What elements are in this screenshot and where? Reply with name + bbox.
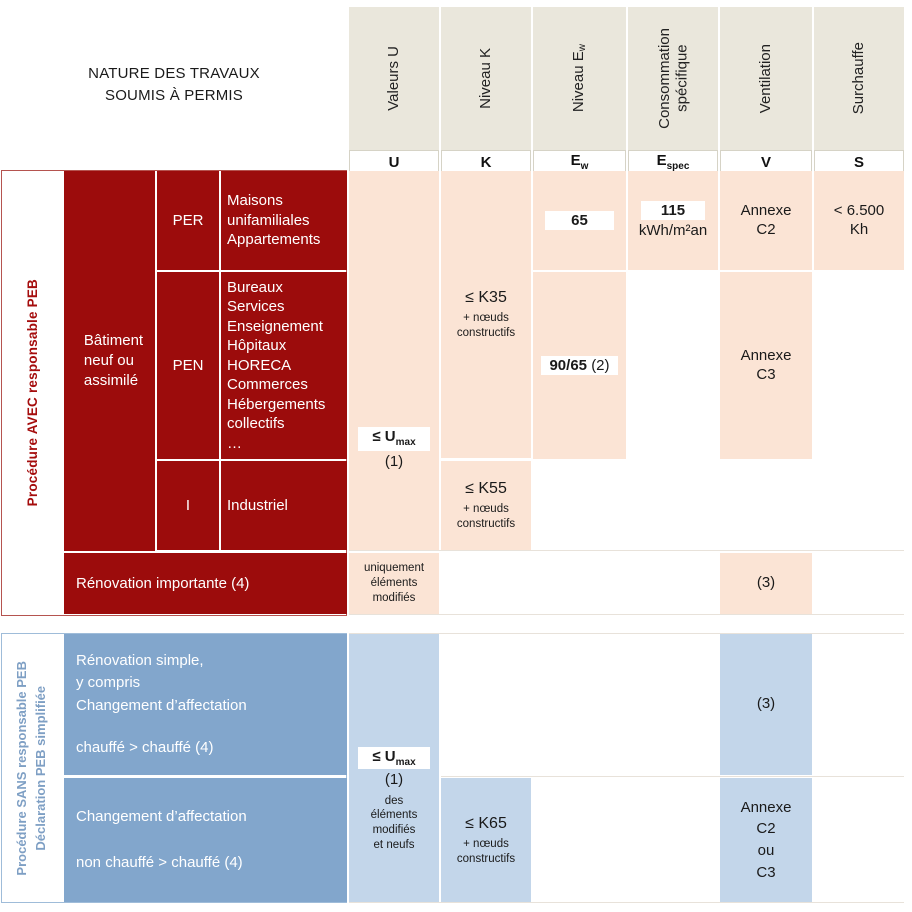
- cell-espec-per: 115 kWh/m²an: [628, 171, 718, 270]
- cell-k-changement-affectation-note: + nœuds constructifs: [456, 837, 516, 865]
- row-renovation-simple: Rénovation simple, y compris Changement …: [64, 634, 347, 775]
- section-sans-vertical-label: Procédure SANS responsable PEB Déclarati…: [14, 660, 48, 876]
- row-description-i: Industriel: [221, 461, 347, 550]
- cell-k-industriel-note: + nœuds constructifs: [456, 503, 516, 530]
- cell-ew-pen-value: 90/65 (2): [541, 356, 618, 375]
- column-header-espec: Consommation spécifique: [628, 7, 718, 150]
- row-description-pen: Bureaux Services Enseignement Hôpitaux H…: [221, 272, 347, 459]
- cell-ventilation-renovation: (3): [720, 553, 812, 614]
- cell-k-changement-affectation: ≤ K65 + nœuds constructifs: [441, 778, 531, 902]
- cell-ventilation-pen: Annexe C3: [720, 272, 812, 459]
- cell-u-batiment-neuf-note: (1): [384, 452, 404, 470]
- row-renovation-importante: Rénovation importante (4): [64, 553, 347, 614]
- cell-ventilation-per: Annexe C2: [720, 171, 812, 270]
- column-symbol-u: U: [349, 150, 439, 174]
- cell-surchauffe-per: < 6.500 Kh: [814, 171, 904, 270]
- column-symbol-ew-label: Ew: [570, 152, 589, 172]
- column-symbol-ventilation-label: V: [760, 153, 771, 171]
- section-avec-vertical-label: Procédure AVEC responsable PEB: [24, 279, 40, 507]
- row-changement-affectation-desc2: non chauffé > chauffé (4): [76, 854, 243, 871]
- column-header-surchauffe: Surchauffe: [814, 7, 904, 150]
- page-title-line1: NATURE DES TRAVAUX: [88, 64, 260, 82]
- cell-ventilation-renovation-simple: (3): [720, 634, 812, 775]
- cell-ew-empty: [533, 461, 626, 614]
- cell-u-renovation-simple-note: (1): [384, 770, 404, 788]
- cell-u-batiment-neuf-value: ≤ Umax: [358, 427, 430, 451]
- cell-surchauffe-per-value: < 6.500 Kh: [833, 201, 885, 238]
- row-renovation-simple-desc2: chauffé > chauffé (4): [76, 739, 214, 756]
- cell-ventilation-renovation-simple-value: (3): [756, 695, 776, 713]
- cell-ventilation-changement-affectation: Annexe C2 ou C3: [720, 778, 812, 902]
- group-label-batiment-neuf: Bâtiment neuf ou assimilé: [64, 171, 155, 551]
- cell-ew-per-value: 65: [545, 211, 614, 230]
- column-header-ew-label: Niveau Ew: [570, 44, 589, 113]
- column-header-ventilation: Ventilation: [720, 7, 812, 150]
- cell-u-renovation: uniquement éléments modifiés: [349, 553, 439, 614]
- column-symbol-surchauffe-label: S: [853, 153, 864, 171]
- cell-ventilation-changement-affectation-value: Annexe C2 ou C3: [740, 798, 792, 881]
- row-code-per: PER: [157, 171, 219, 270]
- cell-ventilation-industriel-empty: [720, 461, 812, 550]
- cell-u-renovation-value: uniquement éléments modifiés: [363, 562, 425, 604]
- cell-ventilation-pen-value: Annexe C3: [740, 346, 792, 383]
- column-symbol-u-label: U: [388, 153, 400, 171]
- column-header-u: Valeurs U: [349, 7, 439, 150]
- column-symbol-espec-label: Espec: [656, 152, 690, 172]
- column-header-ventilation-label: Ventilation: [757, 43, 775, 114]
- column-header-k-label: Niveau K: [477, 48, 495, 109]
- cell-ew-pen: 90/65 (2): [533, 272, 626, 459]
- cell-k-industriel: ≤ K55 + nœuds constructifs: [441, 461, 531, 550]
- column-header-surchauffe-label: Surchauffe: [850, 42, 868, 115]
- cell-espec-sans-empty: [628, 634, 718, 902]
- page-title-line2: SOUMIS À PERMIS: [104, 87, 244, 104]
- cell-espec-per-unit: kWh/m²an: [638, 221, 708, 239]
- cell-k-per-pen-value: ≤ K35: [465, 289, 507, 307]
- column-header-u-label: Valeurs U: [385, 46, 403, 111]
- column-header-espec-label: Consommation spécifique: [655, 28, 690, 129]
- row-description-per: Maisons unifamiliales Appartements: [221, 171, 347, 270]
- cell-espec-empty: [628, 272, 718, 614]
- row-code-i: I: [157, 461, 219, 550]
- cell-k-industriel-value: ≤ K55: [465, 480, 507, 498]
- row-code-pen: PEN: [157, 272, 219, 459]
- column-symbol-surchauffe: S: [814, 150, 904, 174]
- column-symbol-k-label: K: [480, 153, 492, 171]
- row-renovation-simple-desc: Rénovation simple, y compris Changement …: [76, 651, 247, 714]
- page-title: NATURE DES TRAVAUX SOUMIS À PERMIS: [0, 55, 348, 115]
- cell-ew-sans-empty: [533, 634, 626, 902]
- cell-ventilation-renovation-value: (3): [756, 574, 776, 592]
- cell-ventilation-per-value: Annexe C2: [740, 201, 792, 238]
- cell-surchauffe-empty: [814, 272, 904, 614]
- cell-k-per-pen-note: + nœuds constructifs: [456, 312, 516, 339]
- cell-u-batiment-neuf: ≤ Umax (1): [349, 171, 439, 550]
- cell-k-renovation-simple-empty: [441, 634, 531, 775]
- cell-k-renovation-empty: [441, 553, 531, 614]
- cell-ew-per: 65: [533, 171, 626, 270]
- row-changement-affectation: Changement d’affectation non chauffé > c…: [64, 778, 347, 902]
- cell-u-renovation-simple-detail: des éléments modifiés et neufs: [370, 794, 418, 852]
- cell-k-changement-affectation-value: ≤ K65: [465, 814, 507, 832]
- cell-u-renovation-simple: ≤ Umax (1) des éléments modifiés et neuf…: [349, 634, 439, 902]
- cell-surchauffe-sans-empty: [814, 634, 904, 902]
- column-header-k: Niveau K: [441, 7, 531, 150]
- cell-u-renovation-simple-value: ≤ Umax: [358, 746, 430, 769]
- cell-k-per-pen: ≤ K35 + nœuds constructifs: [441, 171, 531, 458]
- column-header-ew: Niveau Ew: [533, 7, 626, 150]
- cell-espec-per-value: 115: [640, 200, 706, 220]
- row-changement-affectation-desc: Changement d’affectation: [76, 807, 247, 825]
